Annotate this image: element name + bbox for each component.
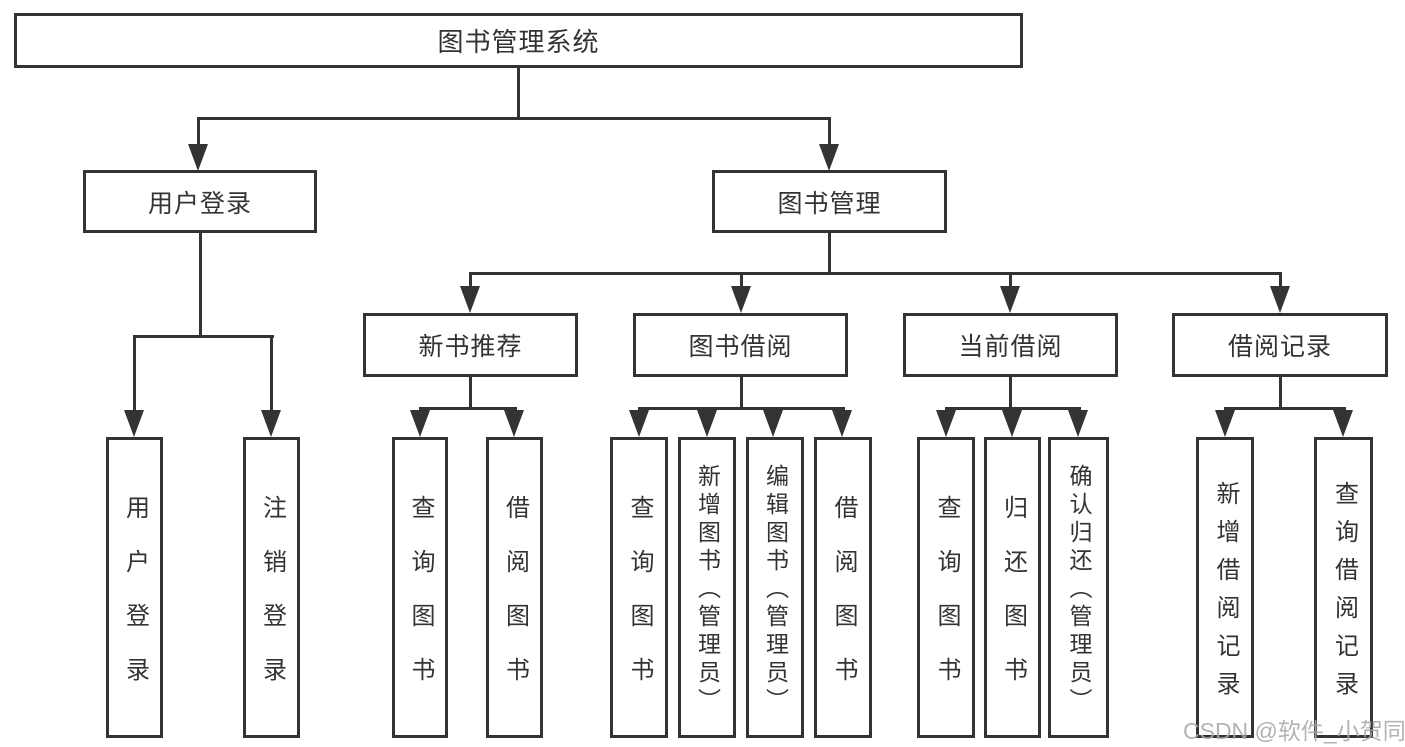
arrowhead-down bbox=[763, 410, 783, 437]
arrowhead-down bbox=[504, 410, 524, 437]
leaf-borrow-book-1: 借阅图书 bbox=[486, 437, 543, 738]
connector-line bbox=[1279, 272, 1282, 288]
node-user-login-label: 用户登录 bbox=[147, 189, 252, 218]
leaf-query-borrow-record: 查询借阅记录 bbox=[1314, 437, 1373, 738]
connector-line bbox=[1009, 272, 1012, 288]
arrowhead-down bbox=[697, 410, 717, 437]
connector-line bbox=[197, 117, 831, 120]
connector-line bbox=[469, 376, 472, 410]
leaf-label: 新增图书（管理员） bbox=[694, 464, 721, 716]
leaf-label: 查询图书 bbox=[626, 494, 653, 711]
connector-line bbox=[270, 335, 273, 413]
node-new-book-recommend-label: 新书推荐 bbox=[418, 333, 523, 361]
arrowhead-down bbox=[1270, 286, 1290, 313]
connector-line bbox=[1224, 407, 1346, 410]
connector-line bbox=[740, 272, 743, 288]
arrowhead-down bbox=[832, 410, 852, 437]
connector-line bbox=[469, 272, 1282, 275]
arrowhead-down bbox=[1068, 410, 1088, 437]
leaf-query-book-3: 查询图书 bbox=[917, 437, 975, 738]
leaf-edit-book-admin: 编辑图书（管理员） bbox=[746, 437, 804, 738]
arrowhead-down bbox=[410, 410, 430, 437]
arrowhead-down bbox=[1000, 286, 1020, 313]
connector-line bbox=[1009, 376, 1012, 410]
connector-line bbox=[197, 117, 200, 146]
leaf-label: 归还图书 bbox=[999, 494, 1027, 711]
leaf-logout: 注销登录 bbox=[243, 437, 300, 738]
node-new-book-recommend: 新书推荐 bbox=[363, 313, 578, 377]
leaf-label: 注销登录 bbox=[258, 494, 286, 711]
node-book-management-label: 图书管理 bbox=[777, 189, 882, 218]
connector-line bbox=[419, 407, 517, 410]
leaf-borrow-book-2: 借阅图书 bbox=[814, 437, 872, 738]
arrowhead-down bbox=[1002, 410, 1022, 437]
arrowhead-down bbox=[460, 286, 480, 313]
arrowhead-down bbox=[1333, 410, 1353, 437]
connector-line bbox=[517, 67, 520, 118]
connector-line bbox=[945, 407, 1081, 410]
leaf-label: 确认归还（管理员） bbox=[1066, 464, 1092, 716]
arrowhead-down bbox=[936, 410, 956, 437]
connector-line bbox=[740, 376, 743, 410]
leaf-add-borrow-record: 新增借阅记录 bbox=[1196, 437, 1254, 738]
connector-line bbox=[133, 335, 274, 338]
leaf-label: 借阅图书 bbox=[830, 494, 857, 711]
connector-line bbox=[469, 272, 472, 288]
leaf-user-login: 用户登录 bbox=[106, 437, 163, 738]
leaf-label: 编辑图书（管理员） bbox=[762, 464, 789, 716]
connector-line bbox=[199, 232, 202, 338]
leaf-return-book: 归还图书 bbox=[984, 437, 1041, 738]
node-root: 图书管理系统 bbox=[14, 13, 1023, 68]
node-borrow-record: 借阅记录 bbox=[1172, 313, 1388, 377]
node-book-management: 图书管理 bbox=[712, 170, 947, 233]
node-borrow-record-label: 借阅记录 bbox=[1227, 333, 1332, 361]
leaf-label: 借阅图书 bbox=[501, 494, 529, 711]
leaf-label: 查询图书 bbox=[407, 494, 434, 711]
node-book-borrow-label: 图书借阅 bbox=[688, 333, 793, 361]
leaf-confirm-return-admin: 确认归还（管理员） bbox=[1048, 437, 1109, 738]
arrowhead-down bbox=[1215, 410, 1235, 437]
connector-line bbox=[828, 232, 831, 274]
leaf-label: 用户登录 bbox=[121, 494, 149, 711]
arrowhead-down bbox=[819, 144, 839, 171]
arrowhead-down bbox=[261, 410, 281, 437]
leaf-label: 查询借阅记录 bbox=[1330, 480, 1358, 709]
connector-line bbox=[133, 335, 136, 413]
csdn-watermark: CSDN @软件_小贺同学 bbox=[1183, 718, 1405, 744]
leaf-query-book-2: 查询图书 bbox=[610, 437, 668, 738]
arrowhead-down bbox=[731, 286, 751, 313]
leaf-label: 查询图书 bbox=[933, 494, 960, 711]
leaf-add-book-admin: 新增图书（管理员） bbox=[678, 437, 736, 738]
connector-line bbox=[638, 407, 845, 410]
leaf-label: 新增借阅记录 bbox=[1212, 480, 1239, 709]
node-current-borrow: 当前借阅 bbox=[903, 313, 1118, 377]
arrowhead-down bbox=[629, 410, 649, 437]
node-book-borrow: 图书借阅 bbox=[633, 313, 848, 377]
node-current-borrow-label: 当前借阅 bbox=[958, 333, 1063, 361]
leaf-query-book-1: 查询图书 bbox=[392, 437, 448, 738]
node-user-login: 用户登录 bbox=[83, 170, 317, 233]
arrowhead-down bbox=[124, 410, 144, 437]
connector-line bbox=[1279, 376, 1282, 410]
connector-line bbox=[828, 117, 831, 146]
node-root-label: 图书管理系统 bbox=[437, 27, 600, 57]
arrowhead-down bbox=[188, 144, 208, 171]
